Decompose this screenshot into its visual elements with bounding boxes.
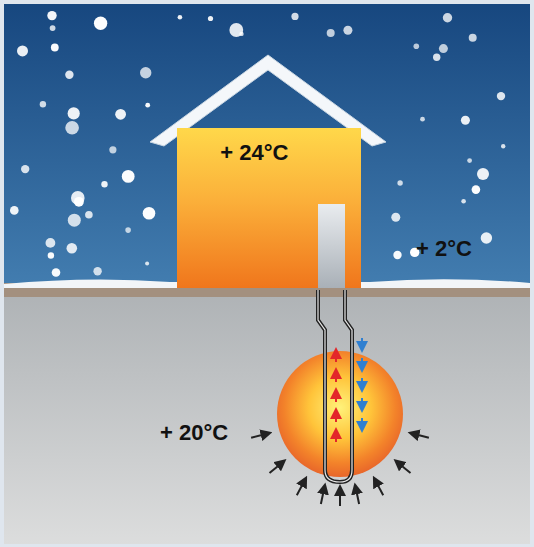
snowflake xyxy=(420,117,425,122)
heat-arrow xyxy=(270,463,282,473)
snowflake xyxy=(94,17,107,30)
snowflake xyxy=(48,252,54,258)
heat-arrow xyxy=(398,463,410,473)
snowflake xyxy=(65,121,79,135)
snowflake xyxy=(51,44,59,52)
snowflake xyxy=(50,25,56,31)
snowflake xyxy=(68,107,80,119)
outdoor-temperature: + 2°C xyxy=(416,236,472,262)
snowflake xyxy=(68,214,81,227)
warm-ground-zone xyxy=(277,351,403,477)
heat-arrow xyxy=(339,490,341,506)
snowflake xyxy=(229,23,243,37)
snowflake xyxy=(497,92,505,100)
house: + 24°C xyxy=(177,128,361,288)
snowflake xyxy=(461,199,466,204)
snowflake xyxy=(140,67,151,78)
heat-arrow xyxy=(251,434,267,438)
cold-arrow xyxy=(361,358,363,367)
snowflake xyxy=(71,191,85,205)
cold-flow-arrows xyxy=(362,338,363,427)
snowflake xyxy=(10,206,19,215)
heat-pump-unit xyxy=(318,204,345,288)
snowflake xyxy=(414,43,420,49)
cold-arrow xyxy=(361,398,363,407)
snowflake xyxy=(178,15,183,20)
pipe-highlight xyxy=(318,290,352,482)
snowflake xyxy=(125,227,131,233)
snowflake xyxy=(469,34,477,42)
snowflake xyxy=(52,268,61,277)
snowflake xyxy=(21,165,29,173)
snowflake xyxy=(143,207,156,220)
snowflake xyxy=(477,168,489,180)
heat-arrow xyxy=(413,434,429,438)
ground-temperature: + 20°C xyxy=(160,420,228,446)
snowflake xyxy=(439,44,448,53)
indoor-temperature: + 24°C xyxy=(220,140,288,166)
heat-arrow xyxy=(297,481,305,495)
snowflake xyxy=(481,232,492,243)
snowflake xyxy=(93,267,101,275)
ground-loop-pipe xyxy=(318,290,352,482)
heat-arrow xyxy=(321,488,324,504)
warm-arrow xyxy=(335,353,337,362)
snowflake xyxy=(443,13,452,22)
cold-arrow xyxy=(361,418,363,427)
warm-flow-arrows xyxy=(336,353,337,442)
snowflake xyxy=(391,213,400,222)
snowflake xyxy=(109,146,116,153)
snowflake xyxy=(208,16,213,21)
snowflake xyxy=(343,26,352,35)
snowflake xyxy=(433,54,440,61)
snowflake xyxy=(122,170,135,183)
snowflake xyxy=(472,185,481,194)
snowflake xyxy=(85,211,93,219)
snowflake xyxy=(393,251,401,259)
snowflake xyxy=(115,109,126,120)
warm-arrow xyxy=(335,373,337,382)
snowflake xyxy=(47,11,56,20)
cold-arrow xyxy=(361,378,363,387)
snowflake xyxy=(40,101,46,107)
warm-arrow xyxy=(335,433,337,442)
snowflake xyxy=(461,116,470,125)
underground xyxy=(4,288,530,544)
heat-inflow-arrows xyxy=(251,434,429,506)
snowflake xyxy=(67,243,78,254)
heat-arrow xyxy=(376,481,384,495)
warm-arrow xyxy=(335,413,337,422)
snowflake xyxy=(291,13,298,20)
cold-arrow xyxy=(361,338,363,347)
snowflake xyxy=(327,29,335,37)
snowflake xyxy=(65,71,73,79)
snowflake xyxy=(101,181,107,187)
snowflake xyxy=(145,103,150,108)
snowflake xyxy=(397,180,402,185)
snowflake xyxy=(46,238,56,248)
snowflake xyxy=(467,158,472,163)
warm-arrow xyxy=(335,393,337,402)
snowflake xyxy=(501,144,505,148)
snowflake xyxy=(17,45,28,56)
snowflake xyxy=(145,262,149,266)
heat-arrow xyxy=(356,488,359,504)
sky xyxy=(4,4,530,544)
